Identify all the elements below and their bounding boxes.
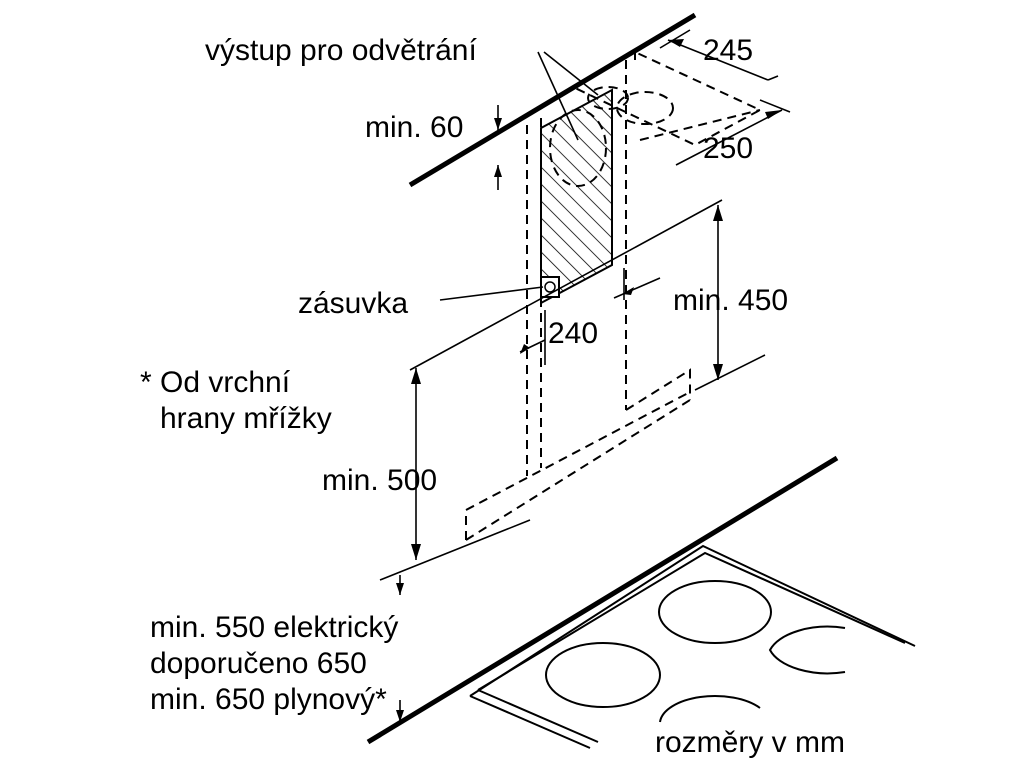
dim-250 bbox=[675, 99, 791, 166]
dim-240-label: 240 bbox=[548, 317, 598, 350]
hob-burners bbox=[545, 580, 846, 723]
clearance-line2: doporučeno 650 bbox=[150, 647, 367, 680]
dim-min60-label: min. 60 bbox=[365, 111, 463, 144]
dim-250-label: 250 bbox=[703, 132, 753, 165]
dim-min60 bbox=[494, 105, 502, 190]
dim-min450-label: min. 450 bbox=[673, 284, 788, 317]
outlet-circle bbox=[549, 109, 607, 187]
clearance-line1: min. 550 elektrický bbox=[150, 611, 398, 644]
dim-worktop-clearance bbox=[396, 575, 404, 722]
burner-bottom-left bbox=[545, 642, 661, 708]
dim-min500-label: min. 500 bbox=[322, 464, 437, 497]
ceiling-line bbox=[408, 12, 697, 188]
dim-min450 bbox=[409, 199, 766, 391]
hood-outline-dashed bbox=[465, 60, 691, 541]
burner-top-left bbox=[658, 580, 772, 644]
leader-lines bbox=[439, 51, 599, 301]
wall-plate bbox=[540, 88, 613, 305]
note-line2: hrany mřížky bbox=[160, 402, 332, 435]
duct-opening-dashed bbox=[616, 91, 674, 125]
burner-right bbox=[768, 625, 846, 675]
duct-outline-dashed bbox=[572, 50, 763, 147]
note-line1: * Od vrchní bbox=[140, 366, 291, 399]
units-label: rozměry v mm bbox=[655, 726, 845, 759]
dim-245-label: 245 bbox=[703, 34, 753, 67]
clearance-line3: min. 650 plynový* bbox=[150, 683, 387, 716]
dim-min500 bbox=[379, 368, 531, 581]
outlet-label: výstup pro odvětrání bbox=[205, 34, 477, 67]
worktop-line bbox=[366, 455, 839, 745]
dim-240 bbox=[519, 268, 661, 365]
socket-label: zásuvka bbox=[298, 287, 408, 320]
hob-outline bbox=[469, 544, 916, 749]
burner-bottom bbox=[659, 695, 761, 723]
dim-245 bbox=[659, 29, 779, 81]
